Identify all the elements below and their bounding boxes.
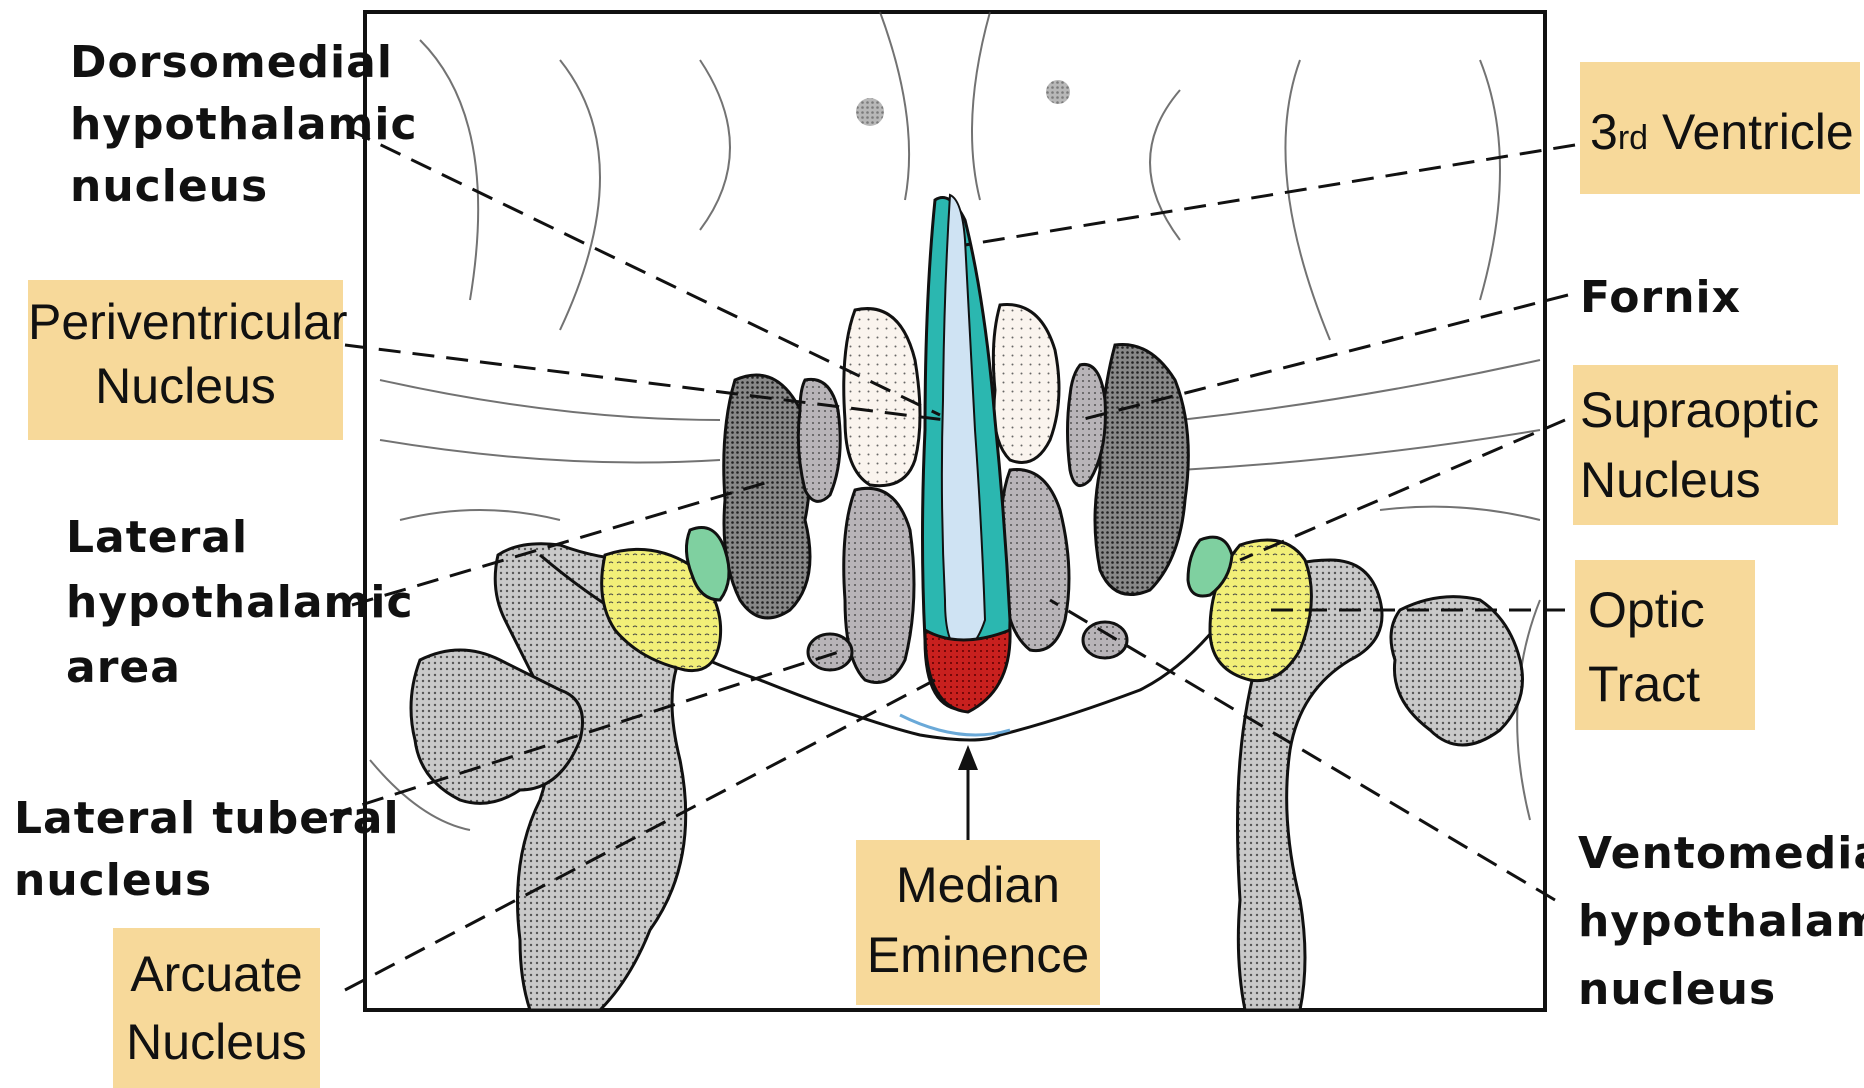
vessel-right (1046, 80, 1070, 104)
ventromedial-nucleus-left (844, 488, 914, 682)
label-lateral-tuberal: Lateral tuberal nucleus (14, 788, 400, 912)
label-periventricular: Periventricular Nucleus (28, 290, 343, 418)
leader-supraoptic (1240, 420, 1565, 560)
fornix-left (798, 379, 840, 501)
label-arcuate: Arcuate Nucleus (113, 940, 320, 1076)
median-eminence-region (925, 630, 1010, 712)
label-supraoptic: Supraoptic Nucleus (1580, 375, 1840, 515)
dorsomedial-nucleus-right (993, 305, 1059, 463)
vessel-left (856, 98, 884, 126)
median-eminence-base (900, 715, 1010, 735)
lateral-nucleus-right (1095, 344, 1188, 594)
leader-third-ventricle (965, 145, 1575, 245)
arcuate-nucleus-right (1083, 622, 1127, 658)
arcuate-nucleus-left (808, 634, 852, 670)
label-third-ventricle: 3rd Ventricle (1590, 100, 1860, 170)
median-eminence-arrowhead (958, 745, 978, 770)
lateral-nucleus-left (724, 375, 810, 618)
label-ventromedial: Ventomedial hypothalamic nucleus (1578, 820, 1864, 1024)
label-lateral-area: Lateral hypothalamic area (66, 505, 414, 700)
dorsomedial-nucleus-left (844, 309, 920, 486)
label-fornix: Fornix (1580, 270, 1741, 326)
leader-dorsomedial (350, 130, 940, 415)
label-dorsomedial: Dorsomedial hypothalamic nucleus (70, 32, 418, 218)
label-median-eminence: Median Eminence (856, 850, 1100, 990)
label-optic-tract: Optic Tract (1588, 573, 1753, 721)
right-peduncle (1391, 597, 1523, 745)
